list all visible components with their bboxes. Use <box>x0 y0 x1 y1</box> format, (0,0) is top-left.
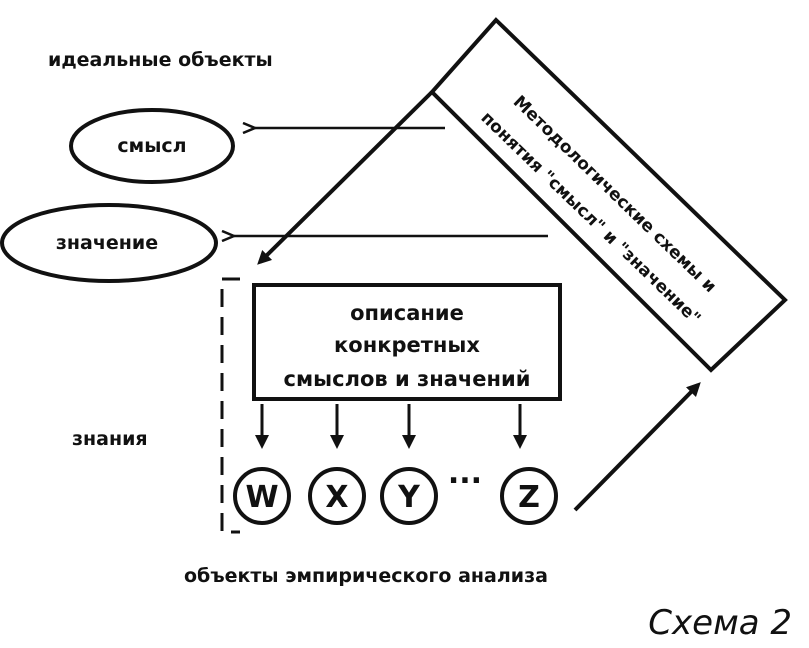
arrow-to-description <box>257 90 434 265</box>
object-label-z: Z <box>518 480 540 515</box>
arrow-to-methodology <box>573 382 701 512</box>
methodology-line1: Методологические схемы и <box>509 92 720 297</box>
object-circle-x <box>308 467 366 525</box>
ideal-objects-label: идеальные объекты <box>48 49 273 71</box>
down-arrows <box>255 404 527 449</box>
methodology-line2: понятия "смысл" и "значение" <box>477 108 705 329</box>
object-circle-y <box>380 467 438 525</box>
scheme-caption: Схема 2 <box>648 603 792 643</box>
object-circle-z <box>500 467 558 525</box>
description-box <box>252 283 562 401</box>
methodology-box: Методологические схемы и понятия "смысл"… <box>257 17 788 373</box>
object-label-x: X <box>325 480 348 515</box>
significance-ellipse-label: значение <box>56 232 158 254</box>
object-label-w: W <box>245 480 278 515</box>
object-circle-w <box>233 467 291 525</box>
meaning-ellipse <box>69 108 235 184</box>
description-line1: описание <box>350 301 464 325</box>
meaning-ellipse-label: смысл <box>117 135 186 157</box>
knowledge-label: знания <box>72 428 148 450</box>
objects-ellipsis: ... <box>448 456 482 491</box>
significance-ellipse <box>0 203 218 283</box>
empirical-objects-label: объекты эмпирического анализа <box>184 565 548 587</box>
object-label-y: Y <box>397 480 421 515</box>
dashed-bracket <box>220 277 240 534</box>
description-line3: смыслов и значений <box>284 367 531 391</box>
description-line2: конкретных <box>334 333 480 357</box>
